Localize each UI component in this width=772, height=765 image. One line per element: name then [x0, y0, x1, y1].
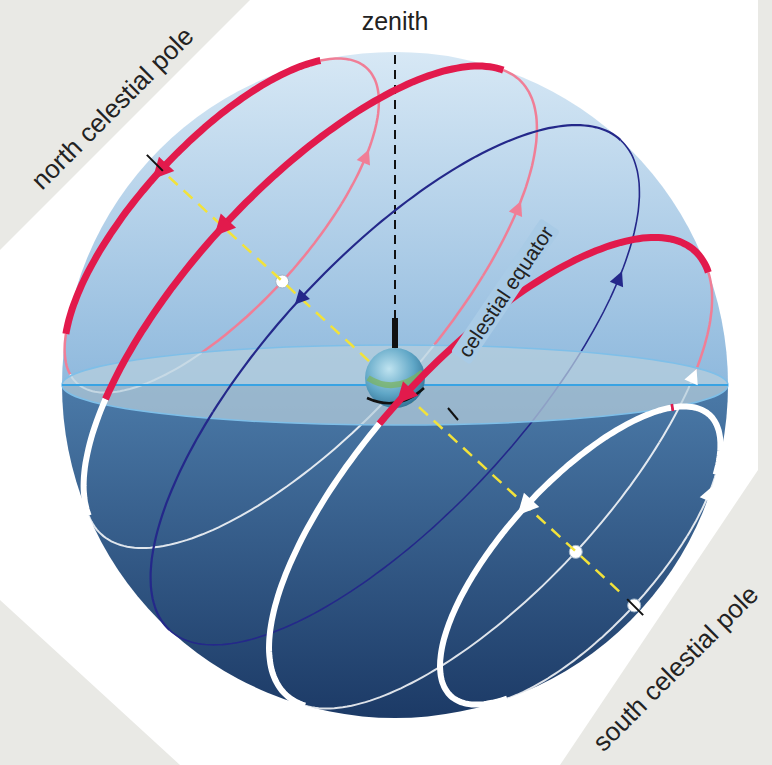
direction-arrowhead: [518, 493, 540, 515]
star-path: [379, 237, 708, 423]
star-path: [687, 475, 716, 537]
direction-arrowhead: [610, 271, 623, 287]
direction-arrowhead: [295, 289, 310, 304]
star-path: [106, 66, 504, 399]
star-path: [671, 404, 674, 412]
star-path: [305, 443, 659, 709]
observer: [392, 318, 398, 348]
direction-arrowhead: [357, 149, 370, 165]
zenith-line: [394, 55, 396, 352]
star-path: [440, 408, 671, 705]
celestial-axis-line: [169, 177, 621, 593]
celestial-equator-circle: [151, 412, 213, 630]
direction-arrowhead: [684, 369, 697, 385]
direction-arrowhead: [397, 381, 419, 403]
leader-tick: [147, 155, 163, 171]
star-path: [674, 406, 721, 474]
sphere: [62, 52, 728, 718]
direction-arrowhead: [153, 157, 175, 179]
direction-arrowhead: [700, 487, 713, 503]
star-path: [269, 424, 379, 706]
star-path: [84, 399, 106, 516]
leader-ticks: [147, 155, 643, 615]
front-arcs: [66, 61, 721, 706]
celestial-axis: [169, 177, 621, 593]
direction-arrowhead: [509, 201, 522, 217]
axis-label: zenith: [362, 8, 429, 36]
star-path: [695, 272, 712, 372]
leader-tick: [627, 599, 643, 615]
leader-tick: [448, 408, 458, 420]
direction-arrowhead: [214, 214, 236, 236]
star-path: [65, 334, 71, 374]
horizon-plane: [62, 345, 728, 425]
